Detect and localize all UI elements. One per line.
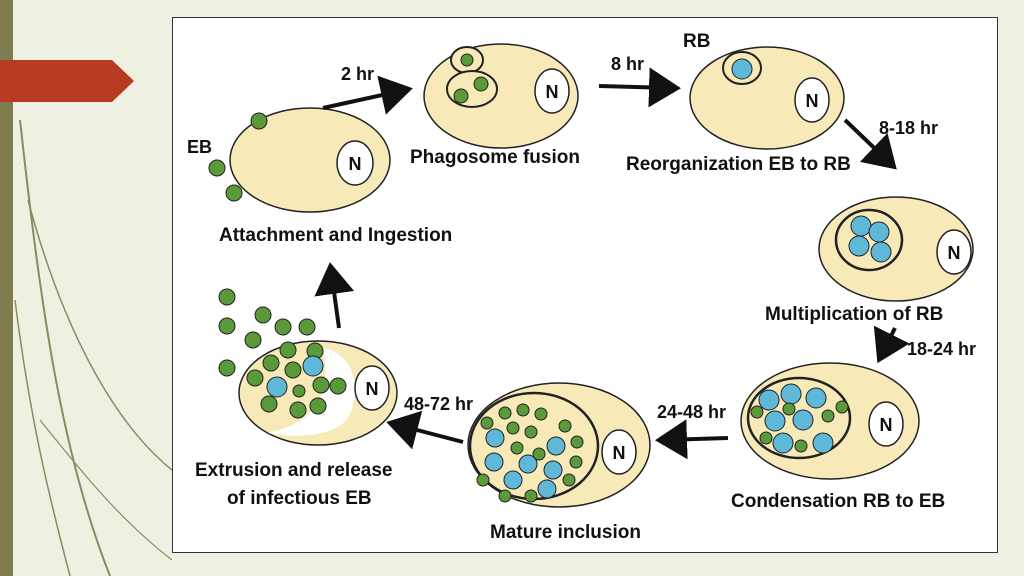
stage-attachment-label: Attachment and Ingestion <box>219 225 452 246</box>
arrow-24-48hr <box>655 419 729 460</box>
time-2hr: 2 hr <box>341 64 374 84</box>
arrow-release-to-attachment <box>314 262 355 329</box>
diagram-panel: N EB Attachment and Ingestion 2 hr N Pha… <box>172 17 998 553</box>
stage-reorganization-label: Reorganization EB to RB <box>626 154 851 175</box>
mature-inclusion-cell: N <box>467 382 651 508</box>
nucleus-icon <box>601 429 637 475</box>
nucleus-label: N <box>349 154 362 174</box>
stage-phagosome-label: Phagosome fusion <box>410 147 580 168</box>
arrow-48-72hr <box>386 410 464 450</box>
stage-multiplication-label: Multiplication of RB <box>765 304 943 325</box>
time-18-24hr: 18-24 hr <box>907 339 976 359</box>
nucleus-icon <box>354 365 390 411</box>
nucleus-icon <box>868 401 904 447</box>
time-8hr: 8 hr <box>611 54 644 74</box>
decorative-curves <box>14 119 172 576</box>
rb-label: RB <box>683 31 710 52</box>
extrusion-cell: N <box>218 288 398 446</box>
nucleus-icon <box>534 68 570 114</box>
arrow-8hr <box>598 67 681 108</box>
eb-label: EB <box>187 137 212 157</box>
stage-mature-label: Mature inclusion <box>490 522 641 543</box>
slide-accent-tab <box>0 60 134 102</box>
nucleus-icon <box>336 140 374 186</box>
nucleus-label: N <box>880 415 893 435</box>
nucleus-icon <box>936 229 972 275</box>
time-8-18hr: 8-18 hr <box>879 118 938 138</box>
nucleus-icon <box>794 77 830 123</box>
reorganization-cell: N <box>689 46 845 150</box>
nucleus-label: N <box>613 443 626 463</box>
nucleus-label: N <box>948 243 961 263</box>
phagosome-cell: N <box>423 43 579 149</box>
arrow-2hr <box>322 75 413 115</box>
nucleus-label: N <box>806 91 819 111</box>
nucleus-label: N <box>546 82 559 102</box>
multiplication-cell: N <box>818 196 974 302</box>
stage-extrusion-label-line1: Extrusion and release <box>195 460 392 481</box>
arrow-8-18hr <box>843 118 897 170</box>
nucleus-label: N <box>366 379 379 399</box>
slide-sidebar-bar <box>0 0 13 576</box>
attachment-cell: N <box>208 107 391 213</box>
stage-condensation-label: Condensation RB to EB <box>731 491 945 512</box>
chlamydia-cycle-diagram: N EB Attachment and Ingestion 2 hr N Pha… <box>187 31 976 543</box>
condensation-cell: N <box>740 362 920 480</box>
arrow-18-24hr <box>873 325 910 364</box>
time-48-72hr: 48-72 hr <box>404 394 473 414</box>
stage-extrusion-label-line2: of infectious EB <box>227 488 372 509</box>
time-24-48hr: 24-48 hr <box>657 402 726 422</box>
